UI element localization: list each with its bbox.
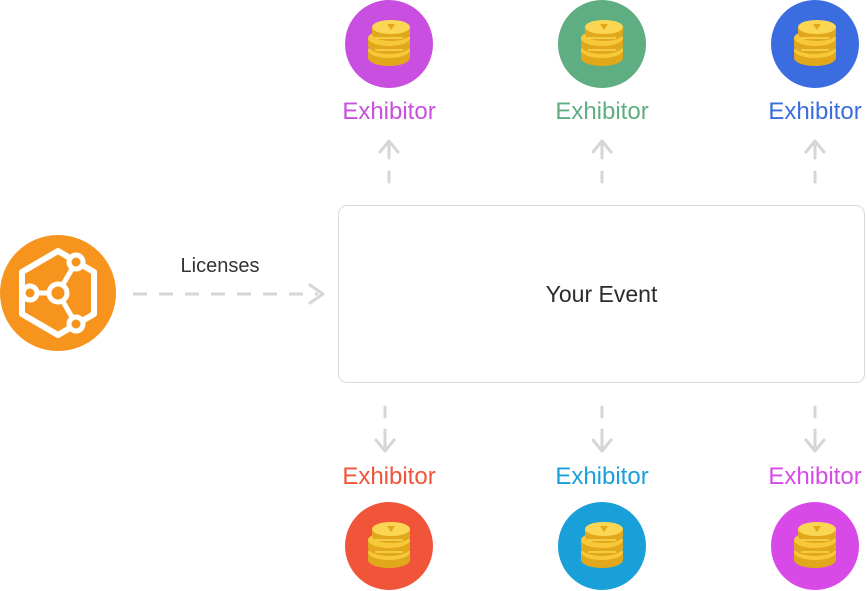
exhibitor-top-3-label: Exhibitor [768,98,862,125]
exhibitor-top-1-label: Exhibitor [342,98,436,125]
up-arrow-1 [378,139,400,184]
licenses-arrow [133,283,325,305]
exhibitor-top-3-node [771,0,859,88]
event-box: Your Event [338,205,865,383]
licenses-label: Licenses [180,255,260,277]
exhibitor-bottom-1-node [345,502,433,590]
down-arrows [374,405,826,453]
hexagon-network-icon [19,248,97,338]
coins-icon [367,521,411,569]
exhibitor-top-2-label: Exhibitor [555,98,649,125]
event-title: Your Event [545,280,658,307]
exhibitor-bottom-2-label: Exhibitor [555,463,649,490]
up-arrows [378,139,826,184]
exhibitor-bottom-1-label: Exhibitor [342,463,436,490]
coins-icon [793,19,837,67]
exhibitor-top-1-node [345,0,433,88]
exhibitor-bottom-3-node [771,502,859,590]
coins-icon [793,521,837,569]
down-arrow-2 [591,405,613,453]
exhibitor-bottom-2-node [558,502,646,590]
source-node [0,235,116,351]
up-arrow-2 [591,139,613,184]
coins-icon [367,19,411,67]
exhibitor-top-2-node [558,0,646,88]
down-arrow-1 [374,405,396,453]
down-arrow-3 [804,405,826,453]
coins-icon [580,19,624,67]
exhibitor-bottom-3-label: Exhibitor [768,463,862,490]
coins-icon [580,521,624,569]
up-arrow-3 [804,139,826,184]
